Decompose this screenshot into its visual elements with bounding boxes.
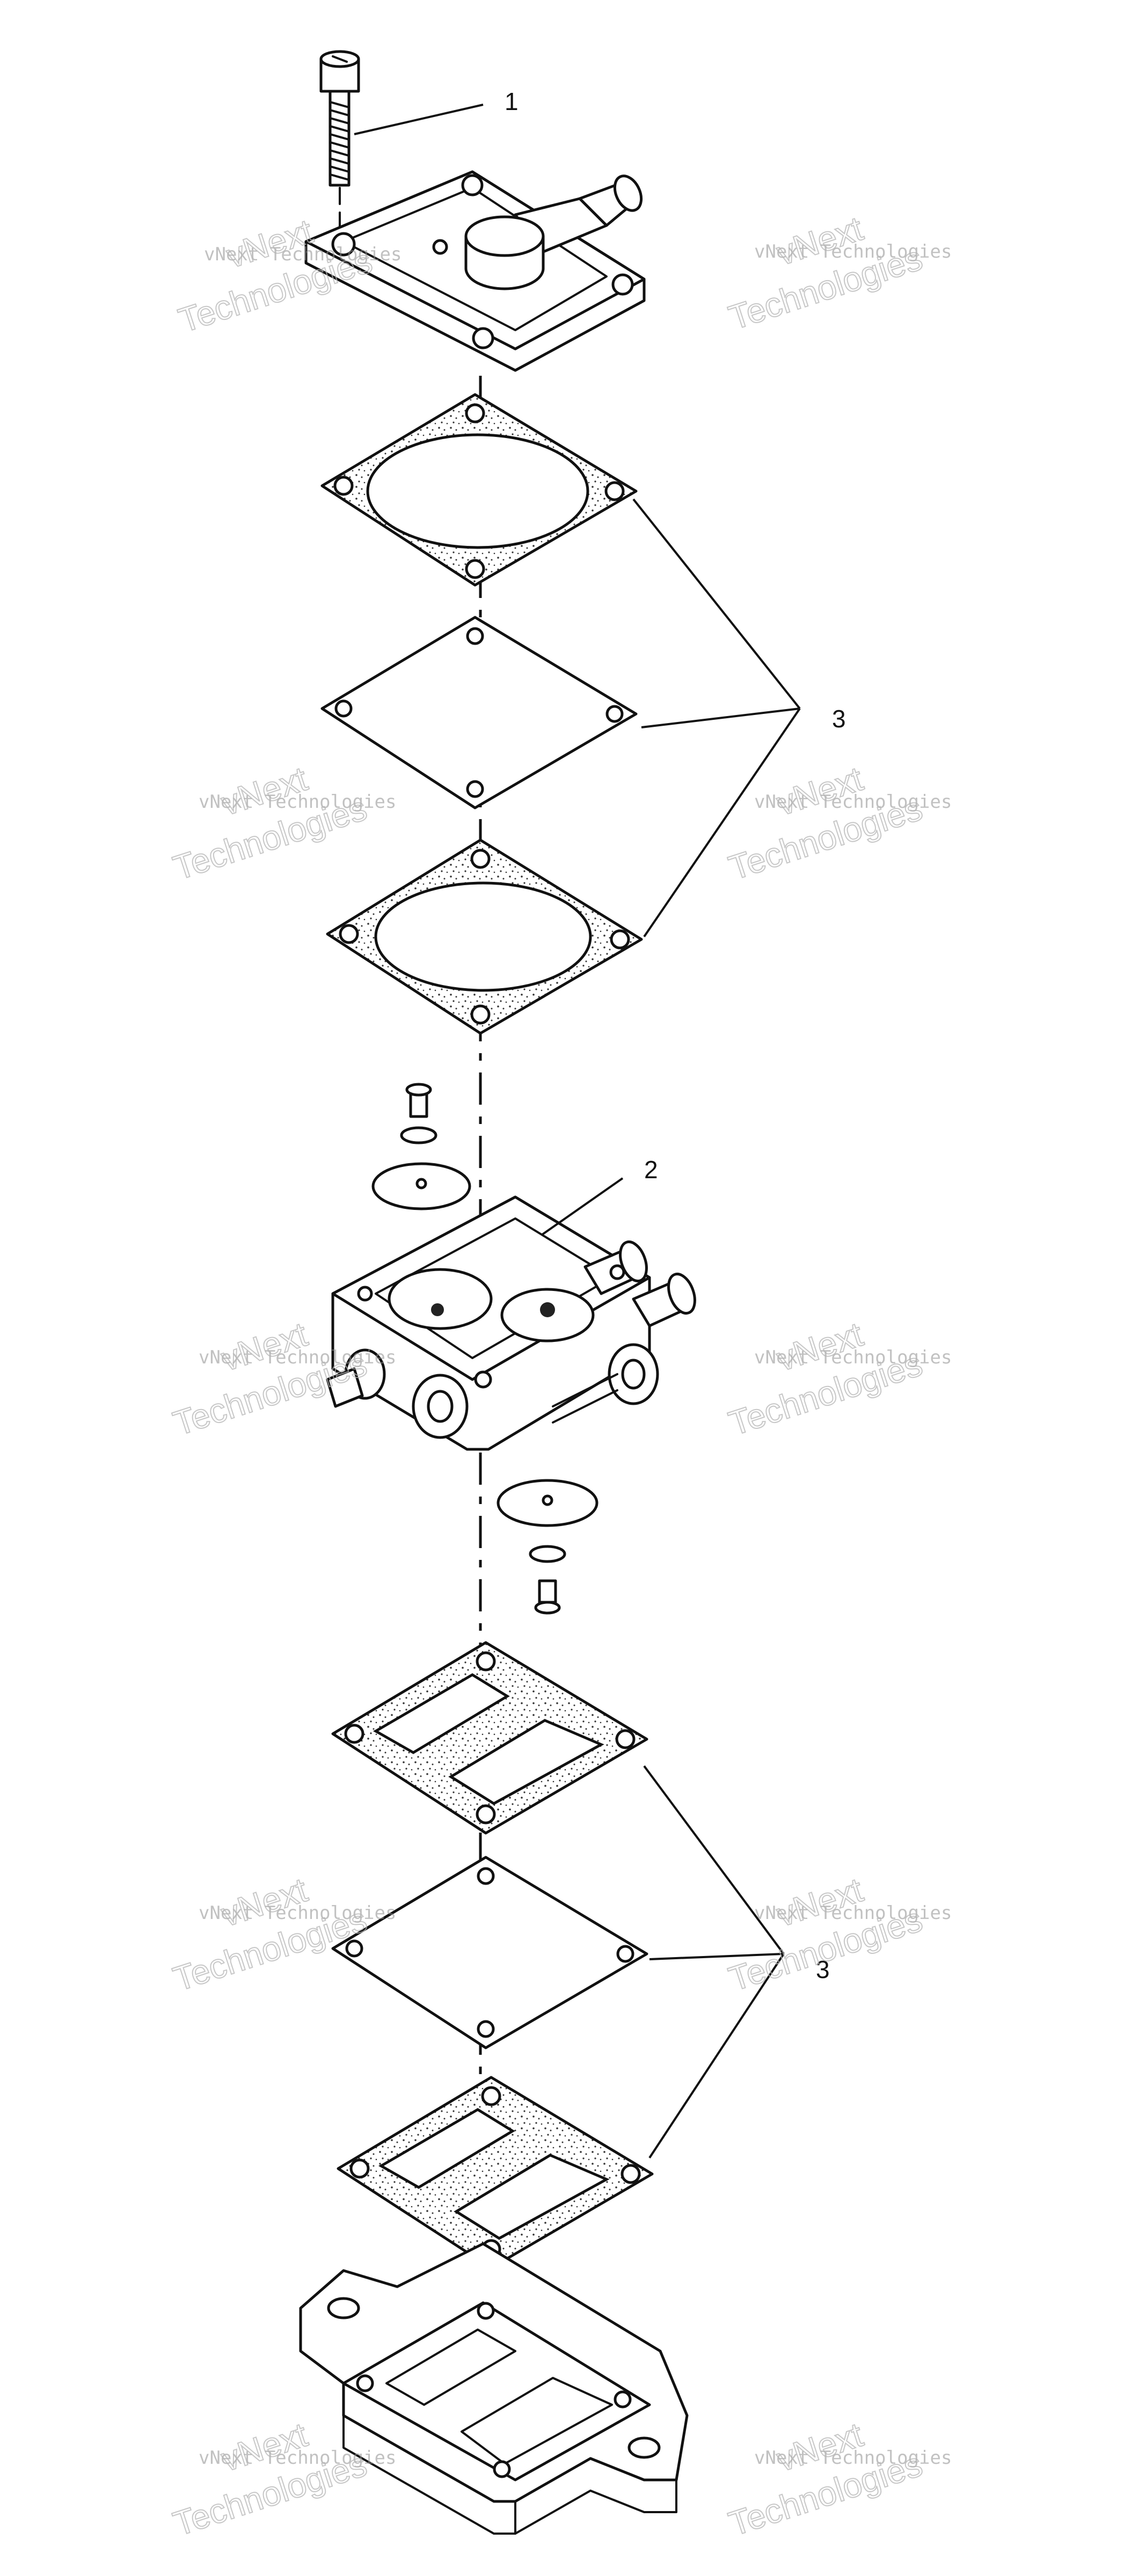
leader-line-1 bbox=[354, 104, 484, 135]
callout-3-upper: 3 bbox=[832, 705, 846, 733]
svg-text:vNext Technologies: vNext Technologies bbox=[754, 1347, 952, 1368]
svg-text:vNext Technologies: vNext Technologies bbox=[199, 1902, 396, 1924]
callout-2: 2 bbox=[644, 1156, 658, 1184]
pump-base-plate bbox=[299, 2242, 689, 2535]
svg-text:vNext Technologies: vNext Technologies bbox=[754, 2447, 952, 2469]
watermark-left-2: vNext Technologies vNext Technologies bbox=[168, 758, 396, 888]
svg-text:vNext Technologies: vNext Technologies bbox=[204, 244, 402, 265]
leader-line-3-lower-a bbox=[643, 1765, 785, 1955]
pump-body bbox=[326, 1195, 696, 1451]
leader-line-3-upper-b bbox=[641, 707, 800, 728]
leader-line-3-lower-c bbox=[648, 1953, 785, 2159]
pump-top-cover bbox=[304, 170, 646, 372]
watermark-right-1: vNext Technologies vNext Technologies bbox=[724, 208, 952, 338]
lower-gasket-b bbox=[337, 2076, 654, 2269]
lower-diaphragm bbox=[331, 1856, 648, 2049]
svg-text:vNext Technologies: vNext Technologies bbox=[754, 791, 952, 813]
leader-line-2 bbox=[541, 1177, 624, 1236]
upper-check-valve bbox=[371, 1083, 471, 1210]
watermark-right-2: vNext Technologies vNext Technologies bbox=[724, 758, 952, 888]
svg-text:vNext Technologies: vNext Technologies bbox=[199, 791, 396, 813]
watermark-right-5: vNext Technologies vNext Technologies bbox=[724, 2414, 952, 2544]
svg-text:vNext Technologies: vNext Technologies bbox=[199, 2447, 396, 2469]
upper-gasket-b bbox=[326, 838, 643, 1035]
watermark-left-4: vNext Technologies vNext Technologies bbox=[168, 1870, 396, 1999]
callout-3-lower: 3 bbox=[816, 1955, 830, 1983]
watermark-right-3: vNext Technologies vNext Technologies bbox=[724, 1314, 952, 1443]
callout-1: 1 bbox=[505, 87, 519, 115]
upper-diaphragm bbox=[320, 616, 638, 809]
svg-text:vNext Technologies: vNext Technologies bbox=[754, 241, 952, 262]
leader-line-3-lower-b bbox=[649, 1953, 784, 1960]
lower-check-valve bbox=[497, 1479, 598, 1615]
upper-gasket-a bbox=[320, 393, 638, 587]
lower-gasket-a bbox=[331, 1641, 648, 1835]
leader-line-3-upper-a bbox=[632, 498, 801, 710]
screw bbox=[319, 50, 360, 248]
watermark-left-5: vNext Technologies vNext Technologies bbox=[168, 2414, 396, 2544]
svg-text:vNext Technologies: vNext Technologies bbox=[754, 1902, 952, 1924]
leader-line-3-upper-c bbox=[643, 707, 801, 938]
watermark-right-4: vNext Technologies vNext Technologies bbox=[724, 1870, 952, 1999]
svg-text:vNext Technologies: vNext Technologies bbox=[199, 1347, 396, 1368]
